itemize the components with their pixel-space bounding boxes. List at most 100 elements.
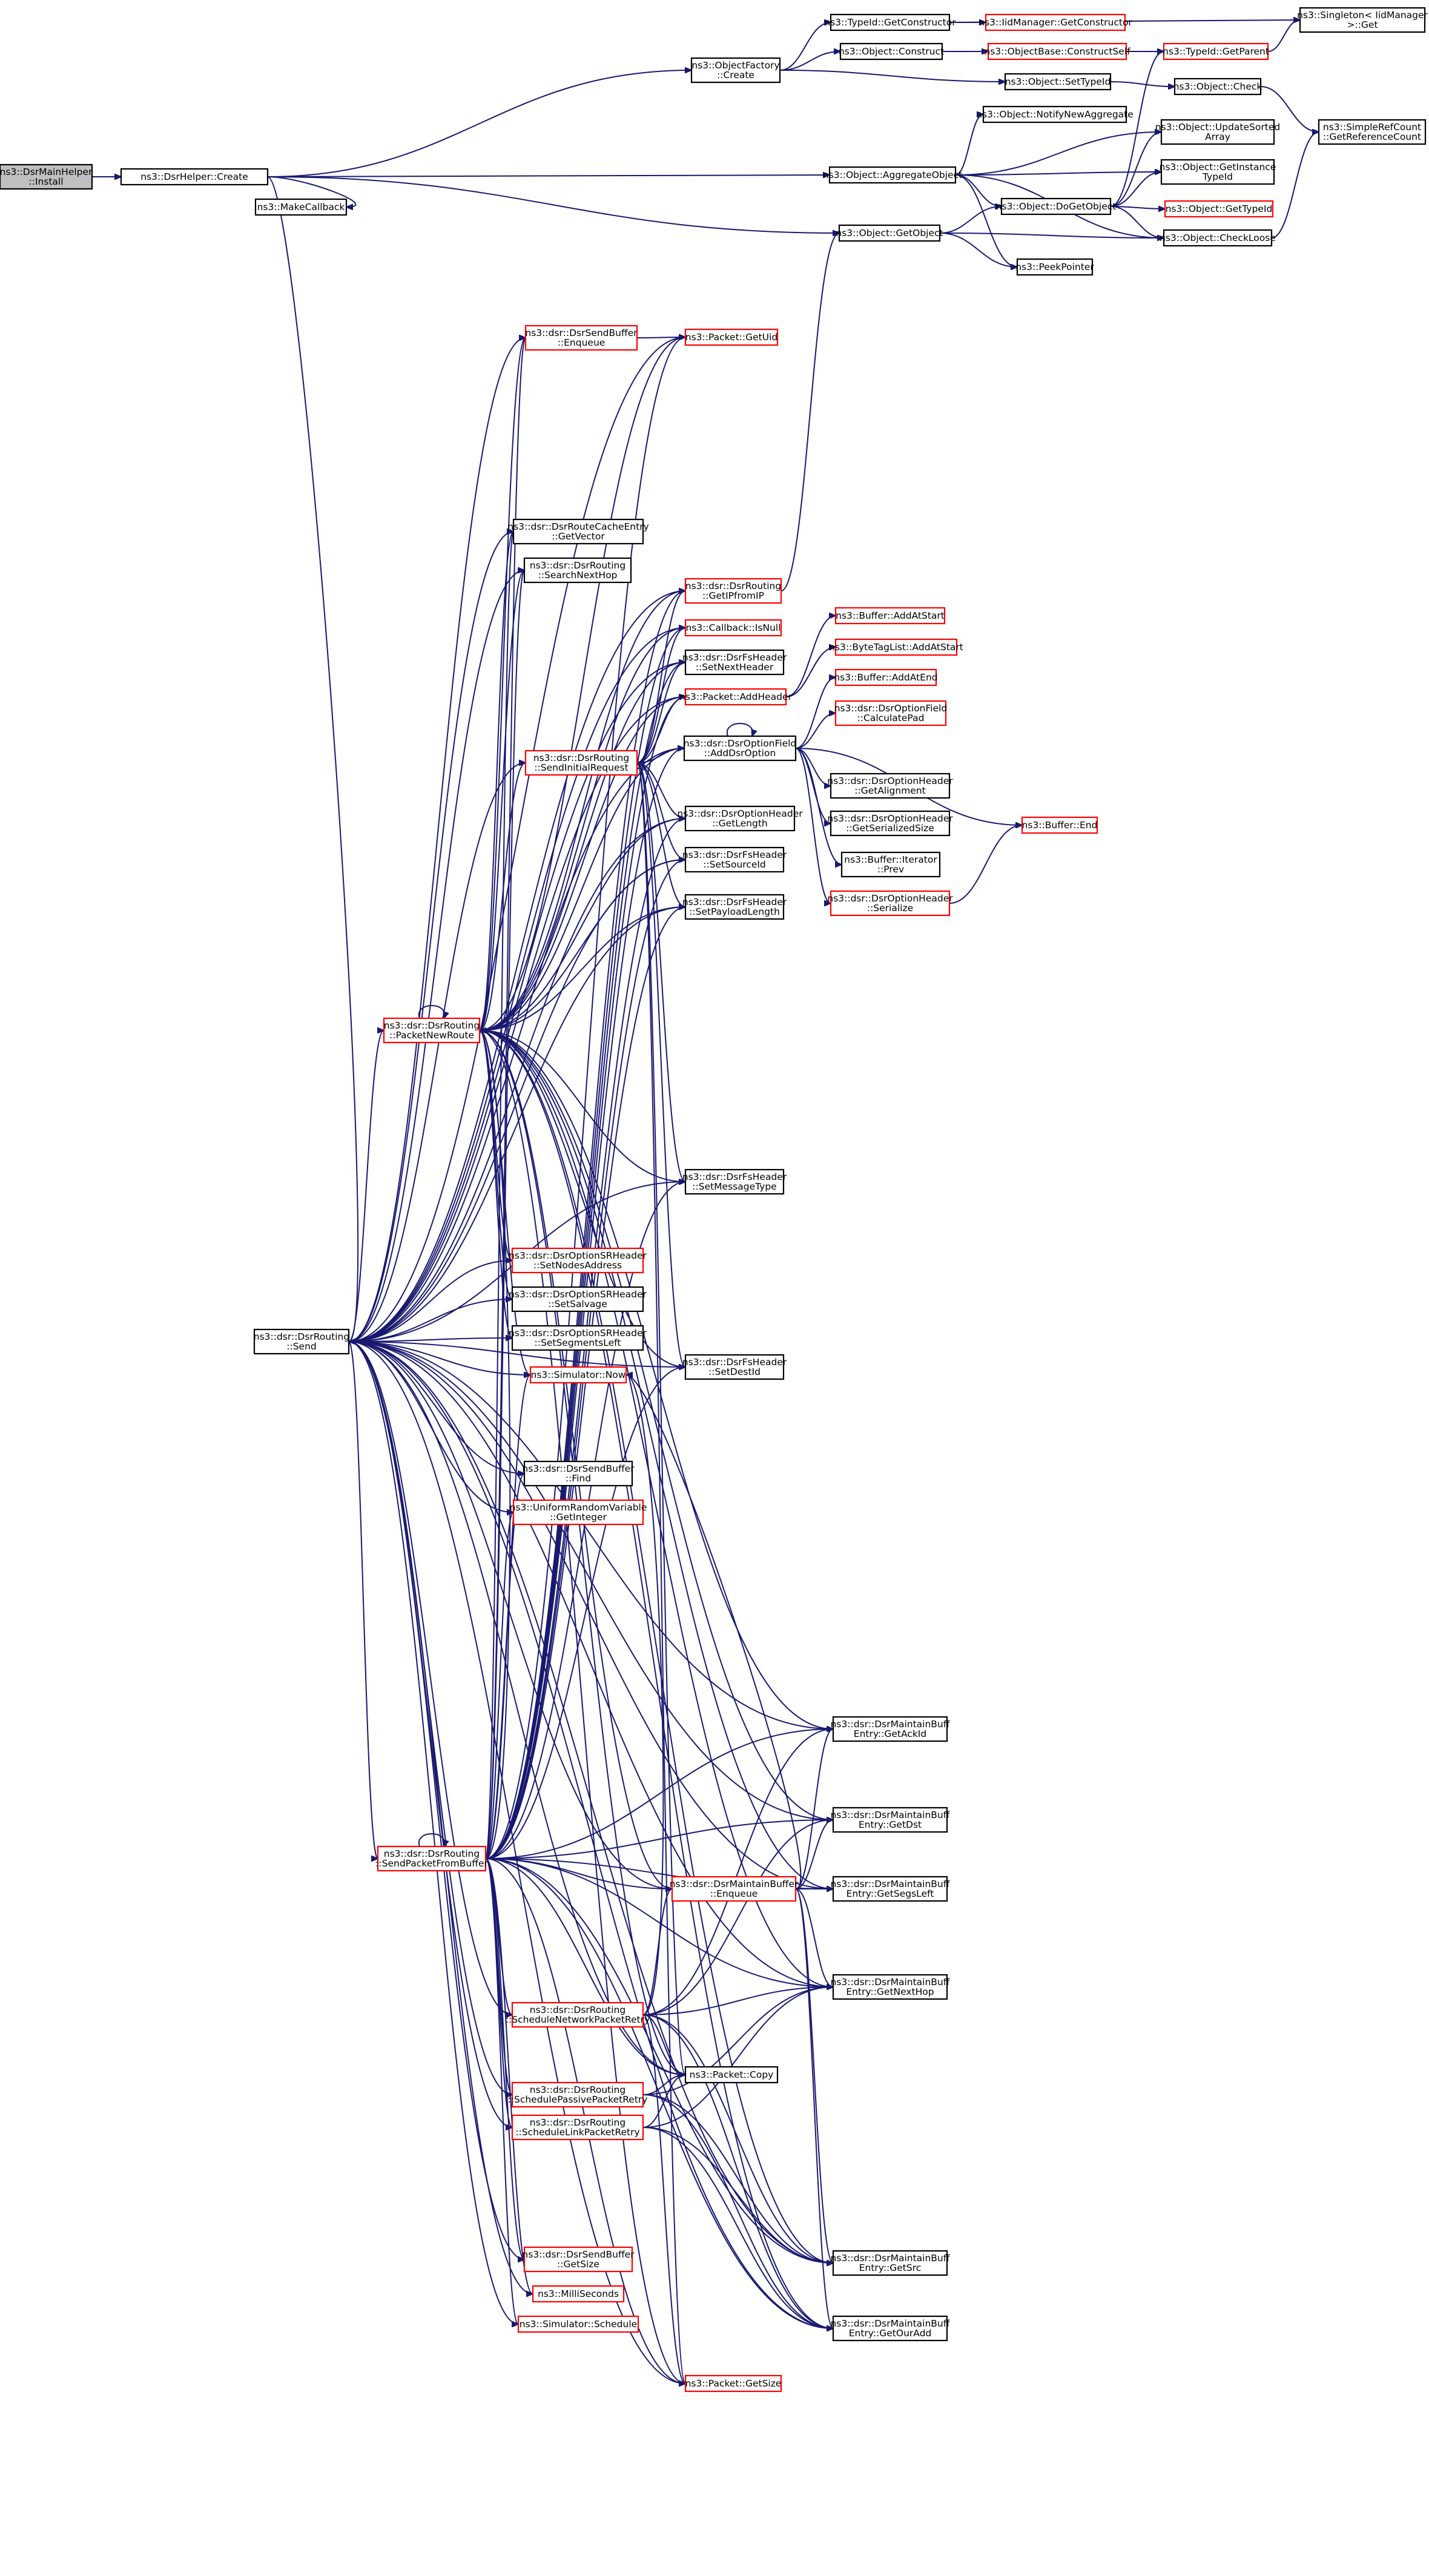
node-obj-construct[interactable]: ns3::Object::Construct	[839, 42, 944, 61]
node-makecallback[interactable]: ns3::MakeCallback	[254, 198, 348, 216]
node-obj-notify[interactable]: ns3::Object::NotifyNewAggregate	[976, 105, 1134, 124]
node-simplerefcount[interactable]: ns3::SimpleRefCount::GetReferenceCount	[1318, 119, 1427, 145]
edge-optionfield_adddsroption-to-optionfield_calculatepad	[795, 713, 836, 749]
edge-sendpacketfrombuffer-to-simulator_schedule	[485, 1858, 518, 2324]
edge-packetnewroute-to-packet_getsize	[479, 1030, 685, 2383]
node-optsr-setsegmentsleft[interactable]: ns3::dsr::DsrOptionSRHeader::SetSegments…	[509, 1325, 647, 1351]
node-box	[832, 1974, 948, 2000]
node-sendbuffer-enqueue[interactable]: ns3::dsr::DsrSendBuffer::Enqueue	[524, 324, 638, 351]
node-sendbuffer-find[interactable]: ns3::dsr::DsrSendBuffer::Find	[522, 1460, 635, 1487]
node-milliseconds[interactable]: ns3::MilliSeconds	[532, 2285, 625, 2303]
node-simulator-schedule[interactable]: ns3::Simulator::Schedule	[517, 2315, 639, 2333]
edge-routing_send-to-fs_setnextheader	[348, 662, 685, 1342]
node-packet-copy[interactable]: ns3::Packet::Copy	[684, 2066, 779, 2084]
node-label: ns3::Object::NotifyNewAggregate	[976, 109, 1134, 120]
node-objbase-constructself[interactable]: ns3::ObjectBase::ConstructSelf	[984, 42, 1130, 61]
edge-routing_send-to-schednetworkretry	[348, 1341, 512, 2015]
node-searchnexthop[interactable]: ns3::dsr::DsrRouting::SearchNextHop	[523, 557, 632, 584]
node-mbe-getnexthop[interactable]: ns3::dsr::DsrMaintainBuffEntry::GetNextH…	[831, 1974, 950, 2000]
edge-obj_check-to-simplerefcount	[1260, 86, 1319, 132]
node-buffer-iterator-prev[interactable]: ns3::Buffer::Iterator::Prev	[840, 851, 941, 878]
node-buffer-addatend[interactable]: ns3::Buffer::AddAtEnd	[834, 668, 938, 687]
node-singleton-get[interactable]: ns3::Singleton< IidManager>::Get	[1297, 7, 1428, 33]
node-simulator-now[interactable]: ns3::Simulator::Now	[529, 1366, 627, 1384]
node-label: ns3::ObjectFactory	[691, 60, 779, 71]
node-optsr-setnodesaddress[interactable]: ns3::dsr::DsrOptionSRHeader::SetNodesAdd…	[509, 1247, 647, 1274]
node-label: ns3::dsr::DsrMaintainBuff	[831, 2318, 950, 2329]
node-optionheader-serialize[interactable]: ns3::dsr::DsrOptionHeader::Serialize	[827, 890, 953, 917]
node-box	[982, 105, 1127, 124]
node-optsr-setsalvage[interactable]: ns3::dsr::DsrOptionSRHeader::SetSalvage	[509, 1286, 647, 1313]
node-label: ns3::dsr::DsrMaintainBuff	[831, 2253, 950, 2264]
edge-schedlinkretry-to-mbe_getsrc	[642, 2127, 833, 2263]
node-obj-getobject[interactable]: ns3::Object::GetObject	[836, 224, 943, 242]
node-fs-setnextheader[interactable]: ns3::dsr::DsrFsHeader::SetNextHeader	[682, 649, 787, 676]
node-uniformrv-getinteger[interactable]: ns3::UniformRandomVariable::GetInteger	[510, 1499, 647, 1526]
node-packet-getuid[interactable]: ns3::Packet::GetUid	[684, 328, 779, 346]
node-callback-isnull[interactable]: ns3::Callback::IsNull	[684, 619, 782, 637]
node-schedpassiveretry[interactable]: ns3::dsr::DsrRouting::SchedulePassivePac…	[508, 2081, 648, 2108]
node-bytetaglist-addatstart[interactable]: ns3::ByteTagList::AddAtStart	[829, 638, 963, 656]
node-typeid-getctor[interactable]: ns3::TypeId::GetConstructor	[824, 13, 956, 31]
node-box	[1163, 42, 1269, 61]
node-fs-setdestid[interactable]: ns3::dsr::DsrFsHeader::SetDestId	[682, 1354, 787, 1380]
node-obj-dogetobject[interactable]: ns3::Object::DoGetObject	[996, 197, 1117, 216]
node-fs-setsourceid[interactable]: ns3::dsr::DsrFsHeader::SetSourceId	[682, 846, 787, 873]
node-sendpacketfrombuffer[interactable]: ns3::dsr::DsrRouting::SendPacketFromBuff…	[375, 1845, 488, 1872]
node-optionfield-calculatepad[interactable]: ns3::dsr::DsrOptionField::CalculatePad	[834, 700, 948, 726]
node-box	[832, 1716, 948, 1742]
node-obj-check[interactable]: ns3::Object::Check	[1173, 77, 1262, 96]
edge-routing_send-to-optionfield_adddsroption	[348, 748, 684, 1342]
node-buffer-end[interactable]: ns3::Buffer::End	[1021, 816, 1098, 834]
node-routing-send[interactable]: ns3::dsr::DsrRouting::Send	[254, 1328, 349, 1355]
node-obj-settypeid[interactable]: ns3::Object::SetTypeId	[1004, 73, 1112, 91]
node-box	[1000, 197, 1112, 216]
node-label: ::Create	[717, 70, 754, 81]
node-packet-getsize[interactable]: ns3::Packet::GetSize	[684, 2374, 782, 2393]
node-getipfromip[interactable]: ns3::dsr::DsrRouting::GetIPfromIP	[684, 578, 782, 604]
node-packetnewroute[interactable]: ns3::dsr::DsrRouting::PacketNewRoute	[383, 1017, 481, 1044]
node-idmanager-getctor[interactable]: ns3::IidManager::GetConstructor	[979, 13, 1132, 31]
edge-packetnewroute-to-mbe_getnexthop	[479, 1030, 833, 1987]
edge-optionfield_adddsroption-to-buffer_iterator_prev	[795, 748, 842, 865]
node-fs-setpayloadlength[interactable]: ns3::dsr::DsrFsHeader::SetPayloadLength	[682, 894, 787, 920]
node-typeid-getparent[interactable]: ns3::TypeId::GetParent	[1163, 42, 1269, 61]
node-mbe-getsegsleft[interactable]: ns3::dsr::DsrMaintainBuffEntry::GetSegsL…	[831, 1876, 950, 1902]
node-box	[383, 1017, 481, 1044]
node-maintainbuffer-enqueue[interactable]: ns3::dsr::DsrMaintainBuffer::Enqueue	[670, 1876, 799, 1902]
node-label: ns3::dsr::DsrFsHeader	[682, 652, 787, 663]
edge-sendpacketfrombuffer-to-searchnexthop	[485, 570, 524, 1859]
node-obj-aggregate[interactable]: ns3::Object::AggregateObject	[823, 166, 962, 184]
edge-obj_aggregate-to-obj_updatesorted	[955, 132, 1161, 176]
node-fs-setmessagetype[interactable]: ns3::dsr::DsrFsHeader::SetMessageType	[682, 1168, 787, 1195]
node-create[interactable]: ns3::DsrHelper::Create	[120, 168, 269, 186]
node-label: ns3::IidManager::GetConstructor	[979, 17, 1132, 28]
node-peekpointer[interactable]: ns3::PeekPointer	[1015, 258, 1094, 276]
node-packet-addheader[interactable]: ns3::Packet::AddHeader	[679, 688, 793, 706]
node-optionheader-getlength[interactable]: ns3::dsr::DsrOptionHeader::GetLength	[677, 805, 803, 832]
node-box	[1004, 73, 1112, 91]
node-label: ns3::Object::UpdateSorted	[1155, 122, 1280, 133]
node-schedlinkretry[interactable]: ns3::dsr::DsrRouting::ScheduleLinkPacket…	[511, 2114, 644, 2141]
node-schednetworkretry[interactable]: ns3::dsr::DsrRouting::ScheduleNetworkPac…	[506, 2001, 650, 2028]
node-sendinitialrequest[interactable]: ns3::dsr::DsrRouting::SendInitialRequest	[524, 749, 638, 776]
node-install[interactable]: ns3::DsrMainHelper::Install	[0, 163, 93, 190]
node-routecache-getvector[interactable]: ns3::dsr::DsrRouteCacheEntry::GetVector	[507, 518, 649, 545]
node-mbe-getouradd[interactable]: ns3::dsr::DsrMaintainBuffEntry::GetOurAd…	[831, 2315, 950, 2342]
node-optionheader-getserializedsize[interactable]: ns3::dsr::DsrOptionHeader::GetSerialized…	[827, 810, 953, 837]
node-of-create[interactable]: ns3::ObjectFactory::Create	[690, 57, 781, 84]
node-sendbuffer-getsize[interactable]: ns3::dsr::DsrSendBuffer::GetSize	[522, 2246, 635, 2273]
node-obj-checkloose[interactable]: ns3::Object::CheckLoose	[1160, 229, 1276, 247]
node-label: ns3::Object::GetTypeId	[1166, 203, 1273, 214]
node-optionheader-getalignment[interactable]: ns3::dsr::DsrOptionHeader::GetAlignment	[827, 772, 953, 799]
edge-routing_send-to-fs_setsourceid	[348, 860, 685, 1342]
edge-routing_send-to-sendbuffer_getsize	[348, 1341, 524, 2259]
node-optionfield-adddsroption[interactable]: ns3::dsr::DsrOptionField::AddDsrOption	[684, 735, 797, 762]
node-obj-gettypeid[interactable]: ns3::Object::GetTypeId	[1164, 200, 1274, 218]
node-buffer-addatstart[interactable]: ns3::Buffer::AddAtStart	[834, 607, 946, 625]
